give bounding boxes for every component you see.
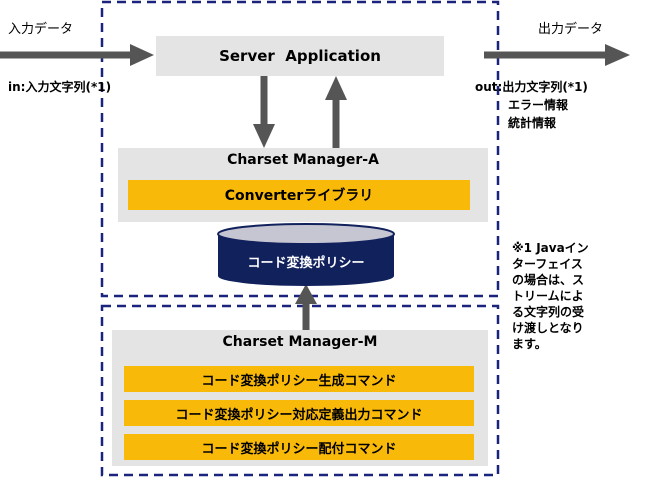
input-label: 入力データ — [8, 22, 74, 37]
output-detail-2: エラー情報 — [508, 98, 569, 112]
charset-manager-a-box: Charset Manager-A Converterライブラリ — [118, 148, 488, 222]
converter-library-box: Converterライブラリ — [128, 180, 470, 210]
input-arrow-head — [130, 44, 154, 66]
policy-arrow-head — [295, 284, 317, 304]
down-arrow-head — [253, 124, 275, 148]
footnote: ※1 Javaイン ターフェイス の場合は、ス トリームによ る文字列の受 け渡… — [512, 241, 589, 351]
output-label: 出力データ — [538, 22, 604, 37]
charset-manager-a-title: Charset Manager-A — [227, 152, 379, 168]
up-arrow-head — [325, 76, 347, 100]
policy-cylinder-body — [218, 234, 394, 286]
charset-manager-m-box: Charset Manager-M コード変換ポリシー生成コマンド コード変換ポ… — [112, 330, 488, 466]
policy-distribute-command: コード変換ポリシー配付コマンド — [124, 434, 474, 460]
server-application-box: Server Application — [156, 36, 444, 76]
management-region-border — [100, 304, 500, 477]
policy-definition-output-command: コード変換ポリシー対応定義出力コマンド — [124, 400, 474, 426]
policy-generate-command-label: コード変換ポリシー生成コマンド — [201, 373, 397, 389]
output-detail-3: 統計情報 — [508, 116, 557, 130]
policy-definition-output-command-label: コード変換ポリシー対応定義出力コマンド — [175, 407, 423, 423]
charset-manager-m-title: Charset Manager-M — [222, 334, 378, 350]
input-detail: in:入力文字列(*1) — [8, 80, 112, 94]
policy-generate-command: コード変換ポリシー生成コマンド — [124, 366, 474, 392]
server-application-title: Server Application — [219, 47, 381, 65]
converter-library-label: Converterライブラリ — [224, 188, 374, 204]
policy-distribute-command-label: コード変換ポリシー配付コマンド — [201, 441, 397, 457]
output-arrow-head — [605, 44, 630, 66]
policy-store-label: コード変換ポリシー — [247, 255, 365, 271]
output-detail-1: out:出力文字列(*1) — [475, 80, 588, 94]
policy-cylinder-top — [217, 223, 395, 245]
